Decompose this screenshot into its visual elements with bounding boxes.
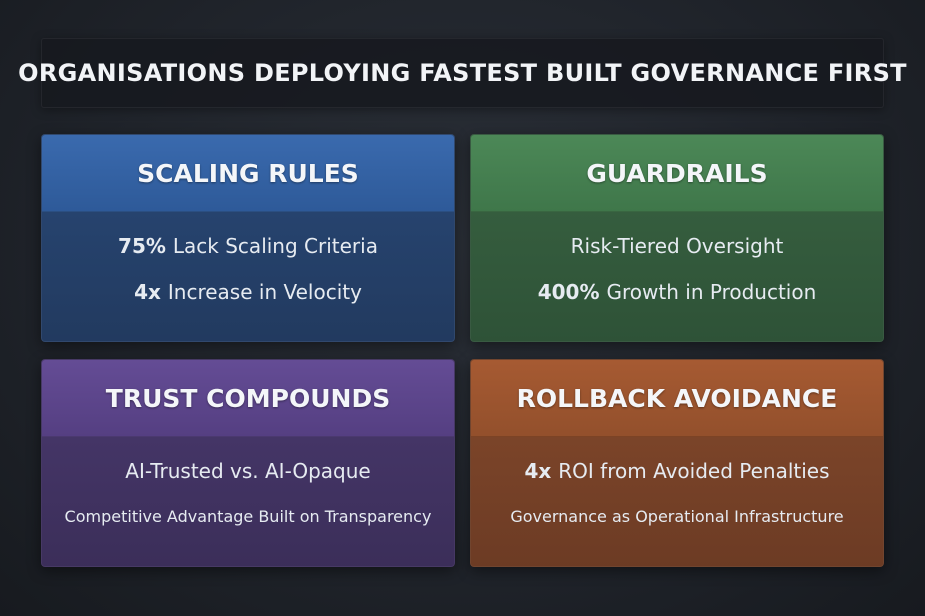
- stat-number: 75%: [118, 234, 166, 258]
- card-title: ROLLBACK AVOIDANCE: [516, 383, 838, 413]
- card-stat-line: 75%Lack Scaling Criteria: [42, 234, 454, 258]
- card-body: Risk-Tiered Oversight 400%Growth in Prod…: [471, 212, 883, 341]
- stat-number: 400%: [537, 280, 600, 304]
- card-text-line: Risk-Tiered Oversight: [471, 234, 883, 258]
- card-title: GUARDRAILS: [586, 158, 768, 188]
- stat-text: Competitive Advantage Built on Transpare…: [64, 507, 432, 526]
- stat-text: Growth in Production: [606, 280, 817, 304]
- card-title: SCALING RULES: [137, 158, 359, 188]
- stat-text: Increase in Velocity: [167, 280, 362, 304]
- card-header: TRUST COMPOUNDS: [42, 360, 454, 437]
- page-title: ORGANISATIONS DEPLOYING FASTEST BUILT GO…: [18, 59, 907, 87]
- stat-text: Governance as Operational Infrastructure: [510, 507, 844, 526]
- stat-text: AI-Trusted vs. AI-Opaque: [125, 459, 371, 483]
- card-header: ROLLBACK AVOIDANCE: [471, 360, 883, 437]
- stat-text: ROI from Avoided Penalties: [558, 459, 830, 483]
- card-header: GUARDRAILS: [471, 135, 883, 212]
- card-title: TRUST COMPOUNDS: [105, 383, 391, 413]
- title-banner: ORGANISATIONS DEPLOYING FASTEST BUILT GO…: [18, 38, 907, 108]
- card-header: SCALING RULES: [42, 135, 454, 212]
- card-text-line: Governance as Operational Infrastructure: [471, 507, 883, 526]
- stat-text: Lack Scaling Criteria: [172, 234, 378, 258]
- card-stat-line: 400%Growth in Production: [471, 280, 883, 304]
- card-scaling-rules: SCALING RULES 75%Lack Scaling Criteria 4…: [41, 134, 455, 342]
- card-trust-compounds: TRUST COMPOUNDS AI-Trusted vs. AI-Opaque…: [41, 359, 455, 567]
- stat-number: 4x: [134, 280, 161, 304]
- card-text-line: Competitive Advantage Built on Transpare…: [42, 507, 454, 526]
- stat-number: 4x: [524, 459, 552, 483]
- stat-text: Risk-Tiered Oversight: [570, 234, 784, 258]
- card-body: AI-Trusted vs. AI-Opaque Competitive Adv…: [42, 437, 454, 566]
- card-guardrails: GUARDRAILS Risk-Tiered Oversight 400%Gro…: [470, 134, 884, 342]
- card-text-line: AI-Trusted vs. AI-Opaque: [42, 459, 454, 483]
